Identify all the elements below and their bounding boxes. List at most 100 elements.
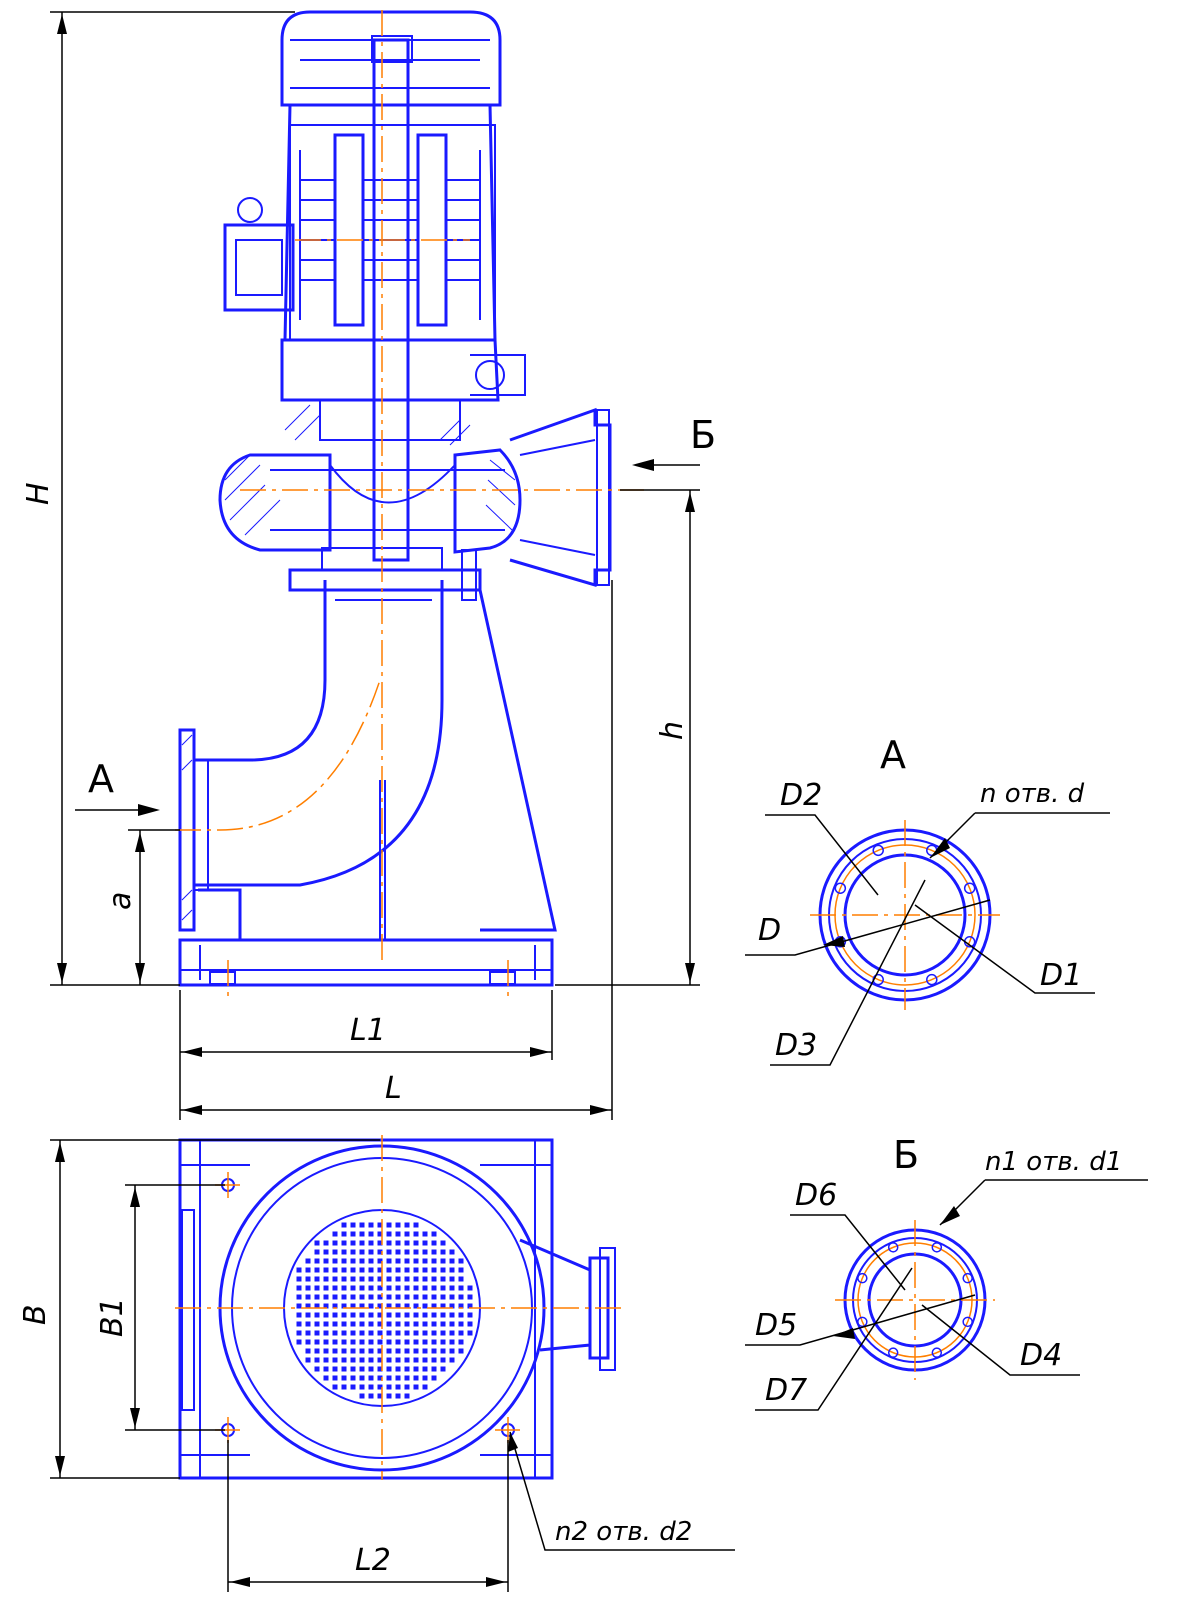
grille-hole	[314, 1348, 320, 1354]
grille-hole	[431, 1357, 437, 1363]
grille-hole	[359, 1375, 365, 1381]
flange-bolt-hole	[931, 1347, 943, 1358]
grille-hole	[458, 1348, 464, 1354]
grille-hole	[314, 1294, 320, 1300]
grille-hole	[413, 1375, 419, 1381]
label-B: B	[18, 1304, 53, 1325]
grille-hole	[440, 1366, 446, 1372]
grille-hole	[422, 1330, 428, 1336]
grille-hole	[422, 1240, 428, 1246]
grille-hole	[413, 1330, 419, 1336]
grille-hole	[332, 1294, 338, 1300]
grille-hole	[323, 1303, 329, 1309]
grille-hole	[386, 1294, 392, 1300]
grille-hole	[368, 1240, 374, 1246]
grille-hole	[386, 1231, 392, 1237]
grille-hole	[368, 1258, 374, 1264]
grille-hole	[368, 1366, 374, 1372]
grille-hole	[332, 1303, 338, 1309]
grille-hole	[422, 1231, 428, 1237]
label-L2: L2	[355, 1543, 391, 1578]
grille-hole	[386, 1384, 392, 1390]
view-b-flange	[835, 1220, 995, 1380]
flange-bolt-hole	[926, 973, 938, 986]
grille-hole	[467, 1321, 473, 1327]
grille-hole	[314, 1240, 320, 1246]
grille-hole	[440, 1312, 446, 1318]
grille-hole	[377, 1276, 383, 1282]
grille-hole	[314, 1267, 320, 1273]
grille-hole	[323, 1294, 329, 1300]
grille-hole	[368, 1393, 374, 1399]
grille-hole	[404, 1222, 410, 1228]
grille-hole	[386, 1393, 392, 1399]
grille-hole	[350, 1267, 356, 1273]
grille-hole	[341, 1258, 347, 1264]
grille-hole	[404, 1366, 410, 1372]
label-D6: D6	[795, 1178, 837, 1213]
grille-hole	[341, 1276, 347, 1282]
grille-hole	[431, 1348, 437, 1354]
grille-hole	[449, 1348, 455, 1354]
grille-hole	[395, 1249, 401, 1255]
label-n-holes-d: n отв. d	[980, 779, 1085, 809]
grille-hole	[305, 1285, 311, 1291]
grille-hole	[305, 1312, 311, 1318]
grille-hole	[332, 1240, 338, 1246]
grille-hole	[296, 1312, 302, 1318]
grille-hole	[350, 1285, 356, 1291]
grille-hole	[323, 1330, 329, 1336]
grille-hole	[350, 1312, 356, 1318]
flange-bolt-hole	[962, 1316, 973, 1328]
grille-hole	[431, 1267, 437, 1273]
grille-hole	[305, 1321, 311, 1327]
grille-hole	[323, 1375, 329, 1381]
grille-hole	[413, 1294, 419, 1300]
grille-hole	[404, 1312, 410, 1318]
grille-hole	[332, 1258, 338, 1264]
grille-hole	[359, 1240, 365, 1246]
grille-hole	[395, 1285, 401, 1291]
grille-hole	[314, 1258, 320, 1264]
grille-hole	[341, 1240, 347, 1246]
grille-hole	[413, 1312, 419, 1318]
grille-hole	[458, 1285, 464, 1291]
grille-hole	[440, 1321, 446, 1327]
top-view-axes	[175, 1135, 625, 1480]
grille-hole	[323, 1348, 329, 1354]
flange-bolt-hole	[872, 844, 884, 857]
grille-hole	[368, 1267, 374, 1273]
grille-hole	[386, 1303, 392, 1309]
grille-hole	[413, 1258, 419, 1264]
grille-hole	[368, 1294, 374, 1300]
flange-bolt-hole	[963, 882, 976, 894]
grille-hole	[341, 1294, 347, 1300]
grille-hole	[368, 1285, 374, 1291]
grille-hole	[368, 1249, 374, 1255]
grille-hole	[341, 1249, 347, 1255]
grille-hole	[377, 1240, 383, 1246]
grille-hole	[368, 1348, 374, 1354]
flange-bolt-hole	[857, 1272, 868, 1284]
grille-hole	[431, 1303, 437, 1309]
grille-hole	[377, 1357, 383, 1363]
grille-hole	[341, 1375, 347, 1381]
grille-hole	[440, 1294, 446, 1300]
grille-hole	[422, 1285, 428, 1291]
grille-hole	[386, 1330, 392, 1336]
grille-hole	[332, 1249, 338, 1255]
grille-hole	[467, 1294, 473, 1300]
grille-hole	[377, 1231, 383, 1237]
grille-hole	[341, 1285, 347, 1291]
grille-hole	[458, 1276, 464, 1282]
flange-bolt-hole	[834, 882, 847, 894]
grille-hole	[350, 1348, 356, 1354]
grille-hole	[431, 1339, 437, 1345]
grille-hole	[449, 1312, 455, 1318]
arrow-label-b: Б	[690, 413, 716, 457]
grille-hole	[422, 1348, 428, 1354]
grille-hole	[467, 1312, 473, 1318]
grille-hole	[467, 1303, 473, 1309]
grille-hole	[341, 1339, 347, 1345]
grille-hole	[440, 1276, 446, 1282]
